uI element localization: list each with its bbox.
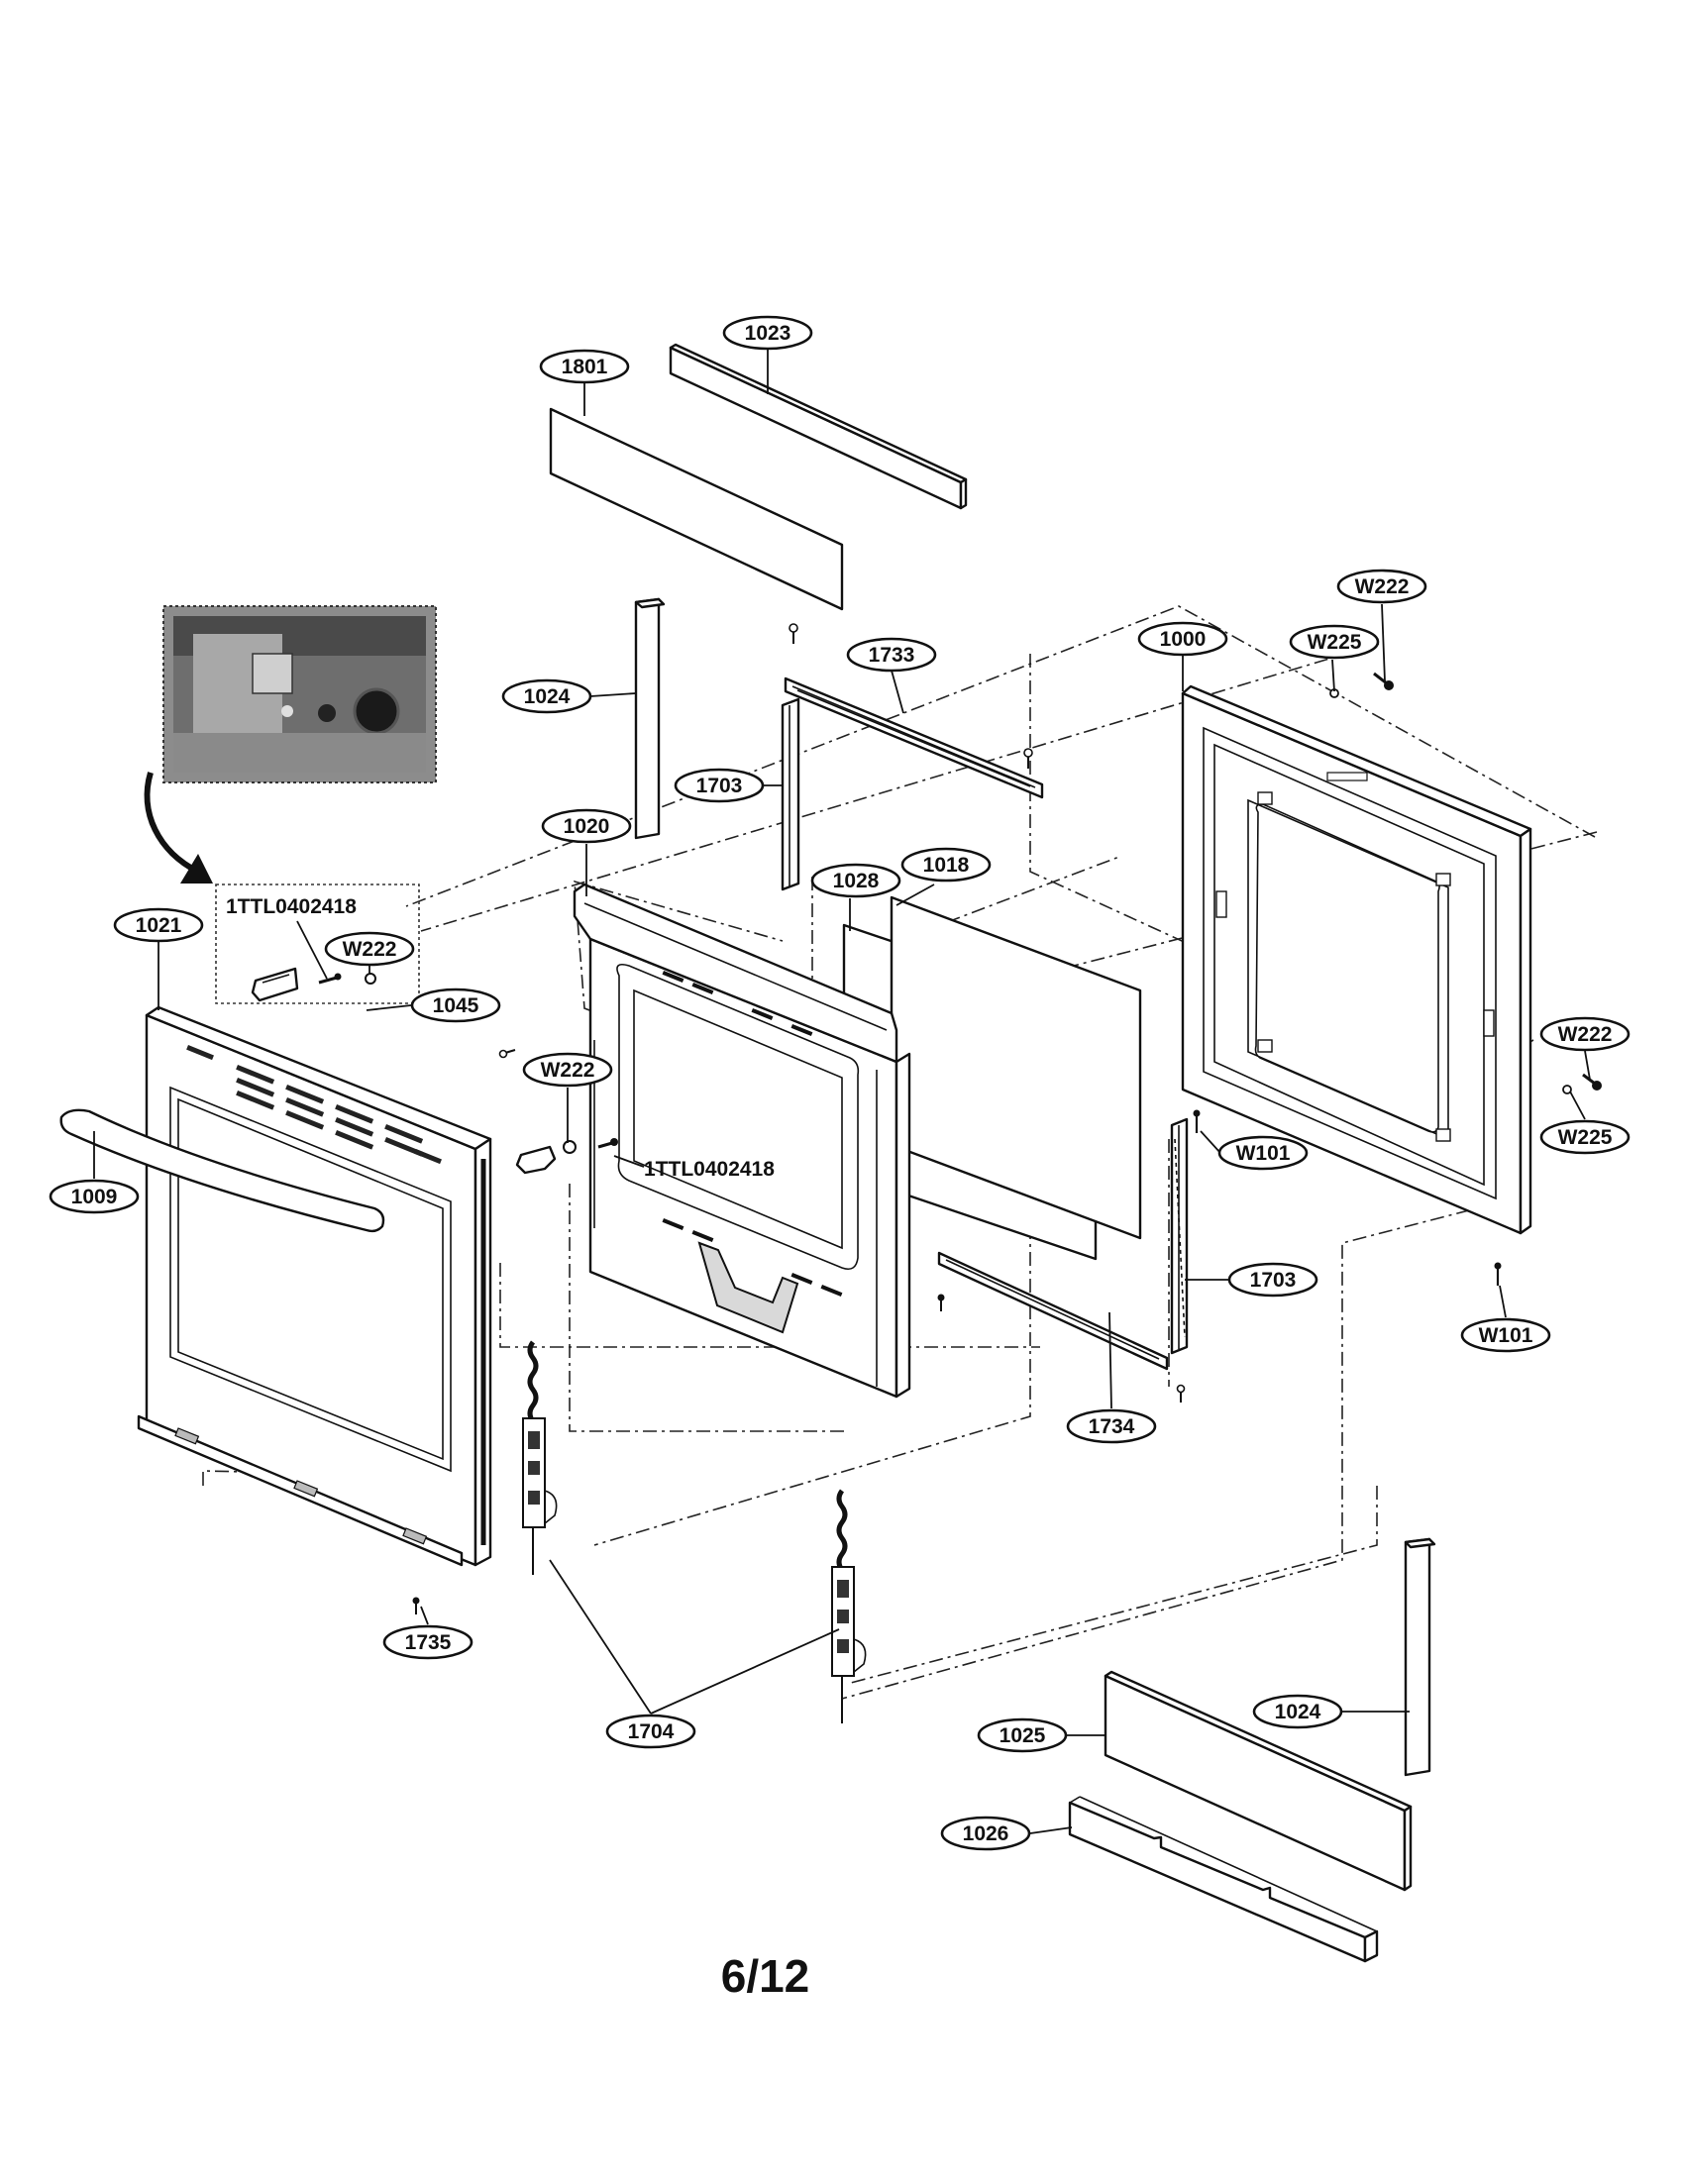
svg-text:1703: 1703 [1250, 1269, 1297, 1292]
part-1704-hinge-left [522, 1340, 558, 1575]
leader-lines [93, 349, 1591, 1834]
svg-text:1028: 1028 [833, 870, 880, 892]
part-1009-handle [59, 1108, 385, 1233]
svg-text:1023: 1023 [745, 322, 791, 345]
part-1025-strip [1104, 1670, 1413, 1892]
curved-arrow [144, 772, 213, 884]
svg-text:1734: 1734 [1089, 1415, 1135, 1438]
part-1024-bottom [1404, 1537, 1436, 1777]
part-1734-rail [937, 1251, 1169, 1371]
part-code-label-main: 1TTL0402418 [644, 1158, 775, 1181]
svg-text:W222: W222 [541, 1059, 595, 1082]
callout-1733: 1733 [846, 637, 937, 673]
inset-screw [318, 973, 342, 985]
washer-w225-right [1562, 1085, 1572, 1094]
callout-1028: 1028 [810, 863, 901, 898]
svg-text:1733: 1733 [869, 644, 915, 667]
svg-text:W225: W225 [1558, 1126, 1613, 1149]
svg-text:1021: 1021 [136, 914, 182, 937]
callout-1734: 1734 [1066, 1408, 1157, 1444]
svg-text:1801: 1801 [562, 356, 608, 378]
part-1021-outer-door [145, 1005, 492, 1567]
part-1801-panel [549, 407, 844, 611]
callout-1703-bottom: 1703 [1227, 1262, 1318, 1298]
inset-callout-w222: W222 [324, 931, 415, 967]
callout-1025: 1025 [977, 1717, 1068, 1753]
callout-1024-top: 1024 [501, 678, 592, 714]
callout-w101-bottom: W101 [1460, 1317, 1551, 1353]
callout-w222-top: W222 [1336, 569, 1427, 604]
callout-1023: 1023 [722, 315, 813, 351]
svg-text:1704: 1704 [628, 1720, 675, 1743]
part-1026-trim [1068, 1796, 1379, 1963]
svg-text:1735: 1735 [405, 1631, 452, 1654]
part-1703-bottom-gasket [1170, 1117, 1189, 1355]
callout-1704: 1704 [605, 1714, 696, 1749]
screw-1018 [937, 1294, 945, 1311]
svg-text:1009: 1009 [71, 1186, 118, 1208]
callout-1009: 1009 [49, 1179, 140, 1214]
part-1000-frame [1181, 684, 1532, 1235]
callout-1026: 1026 [940, 1816, 1031, 1851]
svg-text:1018: 1018 [923, 854, 970, 877]
svg-text:1703: 1703 [696, 775, 743, 797]
screw-w101-bottom [1494, 1262, 1502, 1286]
part-1024-top [634, 597, 666, 840]
screw-1735 [412, 1597, 420, 1614]
screw-w222-top [1373, 672, 1394, 690]
page-number: 6/12 [720, 1950, 810, 2002]
svg-text:1026: 1026 [963, 1822, 1009, 1845]
photo-inset [162, 605, 437, 783]
svg-text:1045: 1045 [433, 994, 479, 1017]
callout-1024-bottom: 1024 [1252, 1694, 1343, 1729]
svg-text:1024: 1024 [524, 685, 571, 708]
callout-w222-mid: W222 [522, 1052, 613, 1088]
callout-1703-top: 1703 [674, 768, 765, 803]
svg-text:1025: 1025 [1000, 1724, 1046, 1747]
part-1733-rail [784, 676, 1044, 799]
part-1045-bracket [515, 1138, 618, 1175]
inset-detail-box [215, 884, 420, 1004]
callout-w225-top: W225 [1289, 624, 1380, 660]
inset-part-code-label: 1TTL0402418 [226, 895, 357, 918]
callout-1801: 1801 [539, 349, 630, 384]
callout-1021: 1021 [113, 907, 204, 943]
svg-text:1020: 1020 [564, 815, 610, 838]
callout-w225-right: W225 [1539, 1119, 1631, 1155]
screw-w101-mid [1193, 1109, 1201, 1133]
svg-text:1024: 1024 [1275, 1701, 1321, 1723]
svg-text:W222: W222 [1355, 575, 1410, 598]
svg-text:W101: W101 [1236, 1142, 1291, 1165]
screw-1020-left [498, 1049, 516, 1059]
callout-1045: 1045 [410, 988, 501, 1023]
svg-text:1000: 1000 [1160, 628, 1207, 651]
screw-w222-right [1582, 1073, 1602, 1091]
screw-1734 [1176, 1384, 1186, 1403]
callout-1018: 1018 [900, 847, 992, 883]
part-1703-top-gasket [781, 697, 800, 891]
callout-1735: 1735 [382, 1624, 474, 1660]
part-1704-hinge-right [831, 1489, 867, 1723]
part-1023-strip [669, 343, 968, 510]
callout-w101-mid: W101 [1217, 1135, 1309, 1171]
screw-1733-b [1023, 748, 1033, 769]
callout-1000: 1000 [1137, 621, 1228, 657]
svg-text:W225: W225 [1308, 631, 1362, 654]
part-1735-trim [137, 1414, 464, 1567]
callout-w222-right: W222 [1539, 1016, 1631, 1052]
screw-1733-a [789, 623, 798, 644]
svg-text:W222: W222 [1558, 1023, 1613, 1046]
svg-text:W101: W101 [1479, 1324, 1533, 1347]
callout-1020: 1020 [541, 808, 632, 844]
svg-text:W222: W222 [343, 938, 397, 961]
part-1020-liner [573, 883, 911, 1399]
